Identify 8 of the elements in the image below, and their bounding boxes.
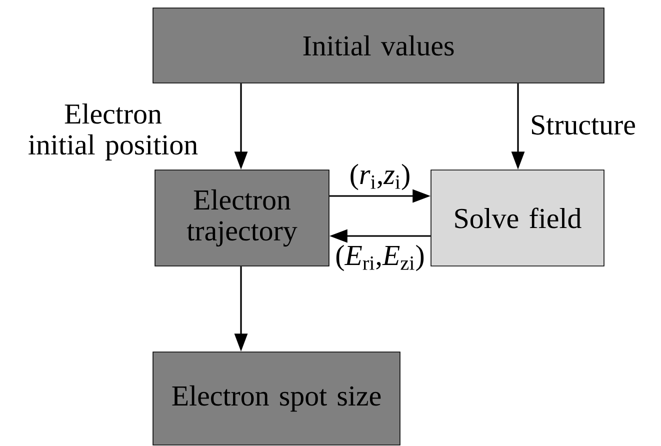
process-box: Electron spot size	[152, 352, 400, 446]
edge-label: (E$_{ri}$,E$_{zi}$)	[334, 244, 426, 272]
process-box: Initial values	[152, 8, 604, 84]
edge-label: Structure	[529, 114, 637, 136]
edge-label: (r$_{i}$,z$_{i}$)	[348, 162, 412, 192]
edge-label: Electron initial position	[12, 102, 214, 162]
process-box: Solve field	[430, 170, 604, 266]
process-box: Electron trajectory	[154, 170, 330, 266]
